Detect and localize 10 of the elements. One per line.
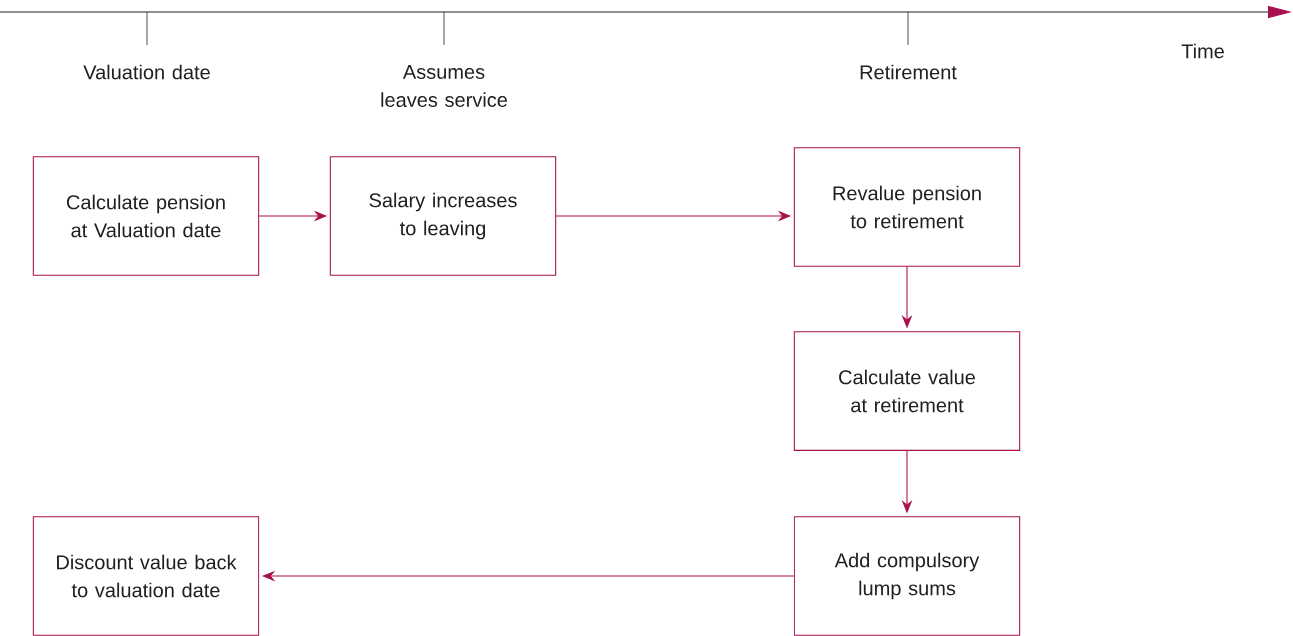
process-box: Salary increases to leaving bbox=[329, 156, 557, 276]
timeline-label: Time bbox=[1181, 43, 1224, 59]
timeline-label: Retirement bbox=[860, 64, 957, 80]
process-box: Discount value back to valuation date bbox=[32, 516, 260, 636]
process-box: Revalue pension to retirement bbox=[793, 147, 1021, 267]
process-box: Calculate pension at Valuation date bbox=[32, 156, 260, 276]
timeline-label: Assumes leaves service bbox=[381, 65, 507, 107]
process-box: Calculate value at retirement bbox=[793, 331, 1021, 451]
process-box: Add compulsory lump sums bbox=[793, 516, 1021, 636]
timeline-label: Valuation date bbox=[83, 64, 210, 80]
